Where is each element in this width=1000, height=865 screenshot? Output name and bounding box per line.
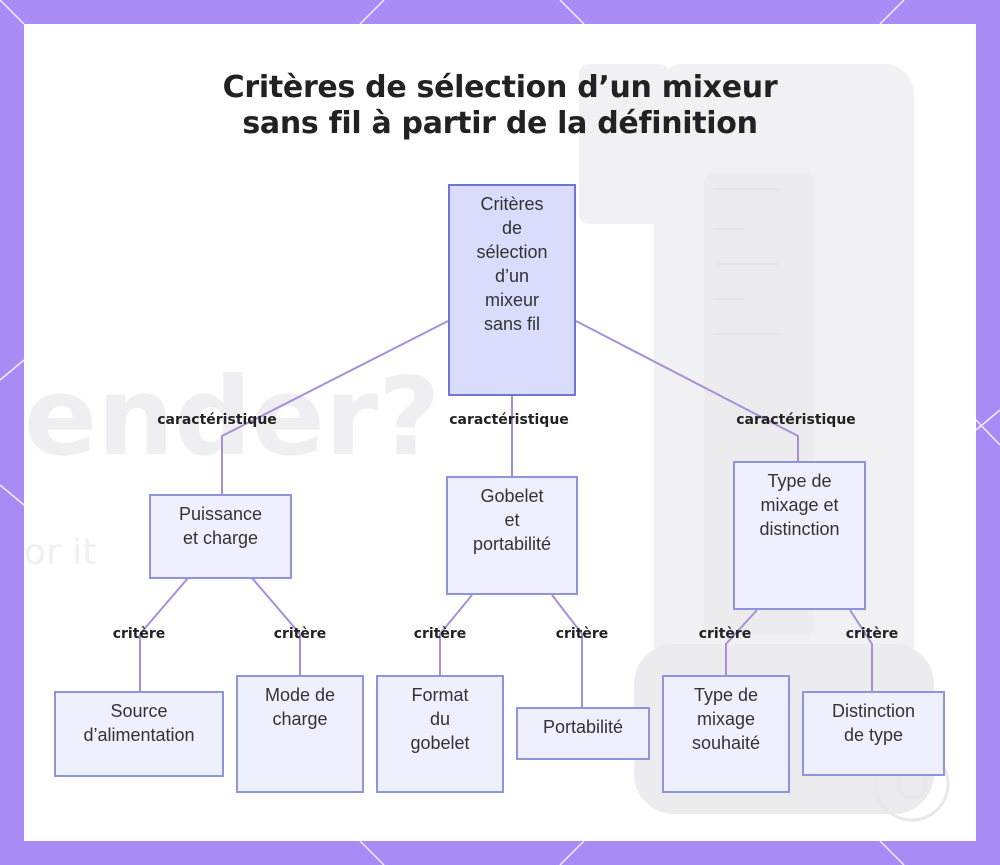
link-power-source: [139, 577, 189, 692]
node-mix-line: mixage et: [760, 495, 839, 515]
edge-label-root-cup: caractéristique: [449, 412, 569, 428]
node-root-line: de: [501, 218, 522, 238]
node-source-line: d’alimentation: [83, 725, 195, 745]
node-mix-type-line: Type de: [693, 685, 759, 705]
node-root-line: d’un: [494, 266, 529, 286]
link-root-power: [221, 320, 449, 495]
diagram-title-line-1: Critères de sélection d’un mixeur: [222, 70, 778, 105]
node-charge-mode-line: Mode de: [264, 685, 336, 705]
node-root: Critères de sélection d’un mixeur sans f…: [448, 184, 576, 396]
node-portability: Portabilité: [516, 707, 650, 760]
edge-label-cup-format: critère: [413, 626, 467, 642]
edge-label-cup-portability: critère: [555, 626, 609, 642]
link-power-charge: [251, 577, 301, 676]
diagram-card: ender? or it Critères de sélection d’un …: [24, 24, 976, 841]
link-mix-type: [725, 609, 758, 676]
edge-label-mix-distinction: critère: [845, 626, 899, 642]
node-power: Puissance et charge: [149, 494, 292, 579]
node-root-line: mixeur: [484, 290, 539, 310]
node-source-line: Source: [110, 701, 168, 721]
edge-label-power-source: critère: [112, 626, 166, 642]
node-cup-line: portabilité: [472, 534, 552, 554]
node-charge-mode-line: charge: [272, 709, 328, 729]
node-portability-line: Portabilité: [542, 717, 624, 737]
edge-label-root-power: caractéristique: [157, 412, 277, 428]
node-mix-type-line: souhaité: [691, 733, 761, 753]
diagram-title-line-2: sans fil à partir de la définition: [242, 106, 758, 141]
node-mix-type: Type de mixage souhaité: [662, 675, 790, 793]
node-root-line: Critères: [480, 194, 544, 214]
node-charge-mode: Mode de charge: [236, 675, 364, 793]
node-root-line: sélection: [476, 242, 548, 262]
node-cup-format: Format du gobelet: [376, 675, 504, 793]
node-cup-format-line: Format: [411, 685, 469, 705]
node-power-line: Puissance: [178, 504, 263, 524]
node-mix-line: Type de: [767, 471, 832, 491]
link-mix-distinction: [849, 609, 873, 692]
node-mix-line: distinction: [759, 519, 840, 539]
edge-label-mix-type: critère: [698, 626, 752, 642]
diagram-links: [139, 320, 873, 708]
node-type-distinction-line: de type: [843, 725, 904, 745]
node-type-distinction-line: Distinction: [831, 701, 916, 721]
node-cup-line: et: [504, 510, 520, 530]
link-root-mix: [575, 320, 799, 462]
link-cup-format: [439, 594, 473, 676]
node-cup-line: Gobelet: [480, 486, 544, 506]
node-root-line: sans fil: [483, 314, 540, 334]
node-cup: Gobelet et portabilité: [446, 476, 578, 595]
node-type-distinction: Distinction de type: [802, 691, 945, 776]
watermark-word: ender?: [24, 355, 441, 480]
edge-label-power-charge: critère: [273, 626, 327, 642]
watermark-small: or it: [24, 532, 96, 573]
link-cup-portability: [551, 594, 583, 708]
node-source: Source d’alimentation: [54, 691, 224, 777]
node-cup-format-line: du: [429, 709, 451, 729]
edge-label-root-mix: caractéristique: [736, 412, 856, 428]
node-mix: Type de mixage et distinction: [733, 461, 866, 610]
node-cup-format-line: gobelet: [410, 733, 470, 753]
node-power-line: et charge: [182, 528, 259, 548]
node-mix-type-line: mixage: [696, 709, 756, 729]
